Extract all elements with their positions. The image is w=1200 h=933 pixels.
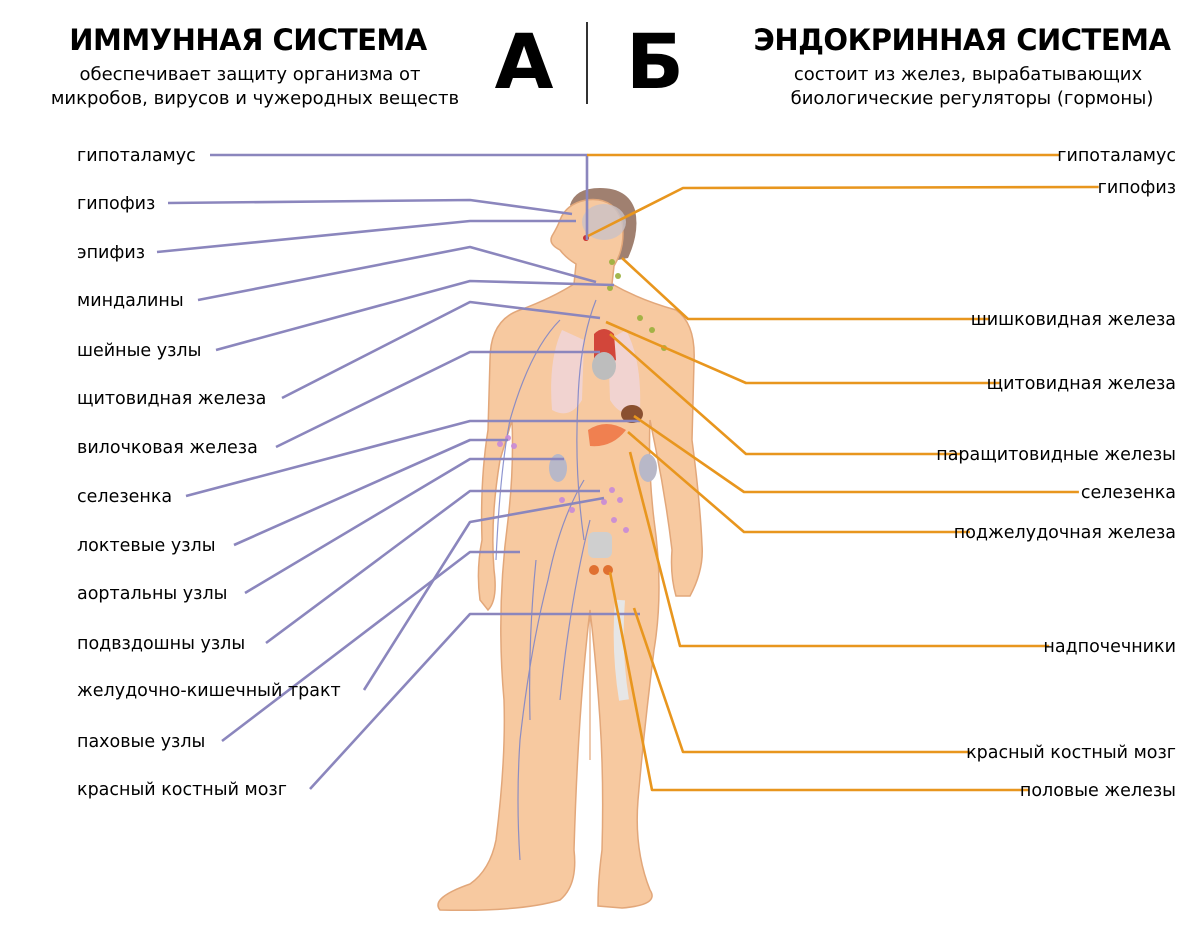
immune-leader-line-3 [156,219,576,254]
immune-label-7: вилочковая железа [77,438,258,458]
immune-label-6: щитовидная железа [77,389,266,409]
immune-label-13: паховые узлы [77,732,205,752]
brain-shape [582,204,626,240]
endocrine-labels: гипоталамус гипофиз шишковидная железа щито… [936,146,1176,801]
immune-leader-line-10 [244,457,564,595]
body-silhouette [437,198,703,912]
immune-leader-line-13 [221,550,520,743]
immune-leader-line-8 [185,419,640,498]
endocrine-label-9: красный костный мозг [966,743,1176,763]
immune-label-11: подвздошны узлы [77,634,245,654]
immune-subtitle-line1: обеспечивает защиту организма от [79,64,420,85]
immune-label-3: эпифиз [77,243,145,263]
endocrine-label-3: шишковидная железа [971,310,1176,330]
immune-leader-line-7 [275,350,600,449]
immune-leader-line-11 [265,489,600,645]
immune-leader-line-2 [167,198,573,216]
immune-letter: А [495,17,554,106]
immune-leader-line-9 [233,438,508,547]
endocrine-label-5: паращитовидные железы [936,445,1176,465]
bladder-shape [588,532,612,558]
endocrine-subtitle-line2: биологические регуляторы (гормоны) [791,88,1154,109]
immune-title: ИММУННАЯ СИСТЕМА [69,23,428,57]
immune-leader-line-5 [215,279,615,352]
lymph-vessels [495,299,597,861]
endocrine-title: ЭНДОКРИННАЯ СИСТЕМА [754,23,1172,57]
immune-label-14: красный костный мозг [77,780,287,800]
immune-label-9: локтевые узлы [77,536,216,556]
endocrine-label-7: поджелудочная железа [954,523,1176,543]
right-kidney-shape [639,454,657,482]
endocrine-label-6: селезенка [1081,483,1176,503]
femur-shape [613,599,629,701]
left-kidney-shape [549,454,567,482]
endocrine-leader-line-10 [608,571,1030,792]
pancreas-shape [588,424,626,447]
endocrine-label-1: гипоталамус [1057,146,1176,166]
immune-subtitle-line2: микробов, вирусов и чужеродных веществ [51,88,459,109]
immune-leader-line-6 [281,300,601,400]
endocrine-label-10: половые железы [1020,781,1176,801]
immune-label-8: селезенка [77,487,172,507]
endocrine-label-8: надпочечники [1043,637,1176,657]
endocrine-leader-line-5 [609,333,961,456]
endocrine-leader-line-4 [605,320,1000,385]
immune-label-12: желудочно-кишечный тракт [77,681,341,701]
endocrine-label-2: гипофиз [1098,178,1176,198]
endocrine-leader-line-8 [628,451,1050,648]
immune-label-5: шейные узлы [77,341,201,361]
thymus-shape [592,352,616,380]
endocrine-letter: Б [626,17,684,106]
endocrine-leader-line-3 [621,257,990,321]
immune-leader-line-12 [362,496,605,691]
endocrine-leader-line-2 [587,185,1099,238]
immune-label-4: миндалины [77,291,184,311]
immune-labels: гипоталамус гипофиз эпифиз миндалины шейные … [77,146,341,800]
immune-label-2: гипофиз [77,194,155,214]
gonad-left-shape [589,565,599,575]
endocrine-leader-line-6 [633,414,1079,494]
right-lung-shape [608,330,641,414]
endocrine-leader-line-9 [632,607,970,754]
endocrine-leader-line-7 [627,431,970,534]
endocrine-subtitle-line1: состоит из желез, вырабатывающих [794,64,1143,85]
immune-leader-line-14 [309,612,640,790]
immune-leader-line-4 [197,245,597,302]
immune-label-1: гипоталамус [77,146,196,166]
endocrine-label-4: щитовидная железа [987,374,1176,394]
lymph-nodes [497,435,629,533]
immune-label-10: аортальны узлы [77,584,227,604]
human-body-figure [437,188,703,912]
endocrine-leader-lines [587,153,1099,792]
